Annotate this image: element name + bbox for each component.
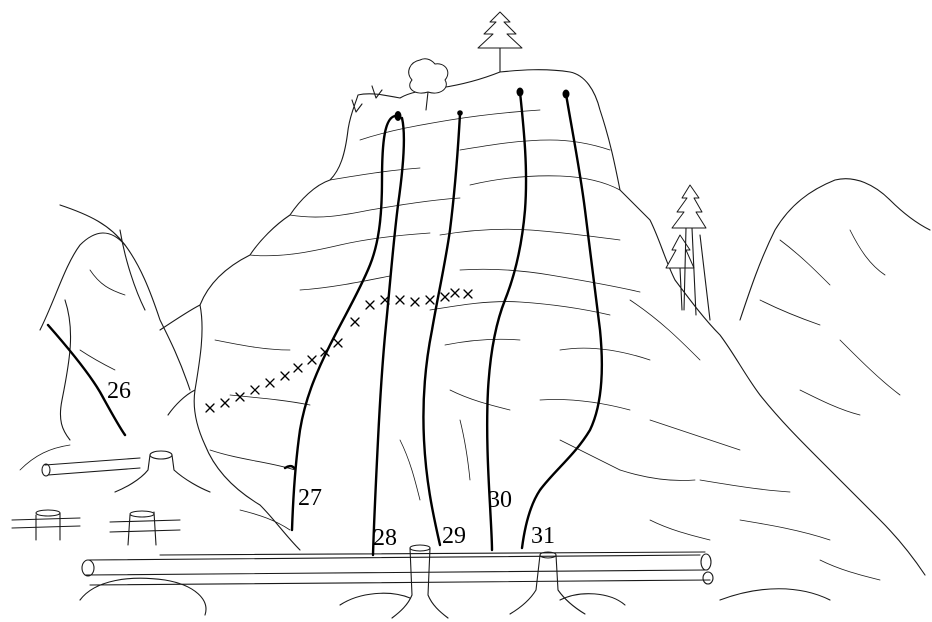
bird-icon xyxy=(351,85,383,113)
bolt-mark xyxy=(395,295,405,305)
fallen-logs xyxy=(41,457,714,586)
boulders xyxy=(79,577,831,616)
route-number-26: 26 xyxy=(107,378,131,404)
bolt-mark xyxy=(293,363,303,373)
route-lines xyxy=(46,90,604,557)
route-30-anchor xyxy=(516,87,524,97)
bolt-mark xyxy=(320,347,330,357)
tree-icon xyxy=(477,11,523,73)
bolt-mark xyxy=(307,355,317,365)
route-29-line xyxy=(422,112,462,547)
bolt-mark xyxy=(220,398,230,408)
route-number-29: 29 xyxy=(442,523,466,549)
bolt-mark xyxy=(380,295,390,305)
bolt-mark xyxy=(440,292,450,302)
route-26-line xyxy=(46,323,127,437)
main-crag xyxy=(159,69,926,581)
bolt-mark xyxy=(235,392,245,402)
route-27-line xyxy=(290,114,397,532)
bolt-mark xyxy=(350,317,360,327)
route-number-31: 31 xyxy=(531,523,555,549)
bolt-traverse xyxy=(205,288,473,413)
right-rock-formation xyxy=(739,178,931,416)
bolt-mark xyxy=(425,295,435,305)
route-30-line xyxy=(485,90,528,552)
route-29-anchor xyxy=(457,110,463,116)
anchor-markers xyxy=(394,87,570,121)
bolt-mark xyxy=(250,385,260,395)
route-31-anchor xyxy=(562,89,570,99)
left-rock-formation xyxy=(19,204,191,471)
bolt-mark xyxy=(205,403,215,413)
route-number-28: 28 xyxy=(373,525,397,551)
bolt-mark xyxy=(365,300,375,310)
route-27-anchor xyxy=(394,111,402,121)
tree-stump-icon xyxy=(11,450,586,619)
bolt-mark xyxy=(265,378,275,388)
bolt-mark xyxy=(450,288,460,298)
route-31-line xyxy=(520,92,604,550)
route-28-line xyxy=(371,116,406,557)
bolt-mark xyxy=(280,371,290,381)
route-number-27: 27 xyxy=(298,485,322,511)
bolt-mark xyxy=(333,338,343,348)
route-number-30: 30 xyxy=(488,487,512,513)
tree-icon xyxy=(408,58,449,111)
bolt-mark xyxy=(463,289,473,299)
route-number-labels: 26 27 28 29 30 31 xyxy=(107,378,555,551)
tree-icon xyxy=(665,184,711,321)
bolt-mark xyxy=(410,297,420,307)
